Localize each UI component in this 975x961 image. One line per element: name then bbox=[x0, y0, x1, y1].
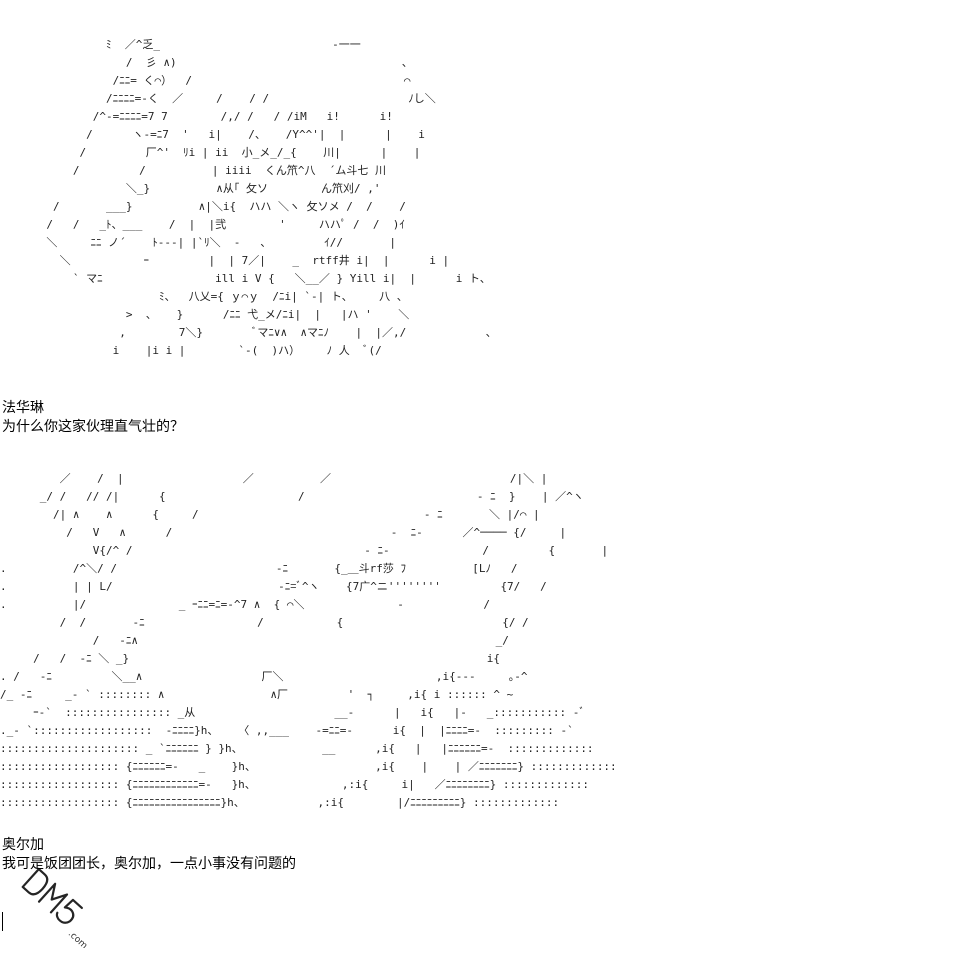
dialogue-line: 为什么你这家伙理直气壮的？ bbox=[2, 419, 184, 435]
text-cursor bbox=[2, 912, 3, 931]
dialogue-line: 我可是饭团团长，奥尔加，一点小事没有问题的 bbox=[2, 856, 296, 872]
ascii-art-character-panel: ﾐ ／^乏_ -一一 / 彡 ∧) 、 /ﾆﾆ= く⌒） / ⌒ /ﾆﾆﾆﾆ=-… bbox=[46, 38, 497, 357]
speaker-name: 奥尔加 bbox=[2, 837, 44, 853]
dialogue-block-2: 奥尔加 我可是饭团团长，奥尔加，一点小事没有问题的 bbox=[2, 836, 296, 874]
site-watermark-logo: .com bbox=[21, 868, 89, 948]
ascii-art-character-panel: ／ / | ／ ／ /|＼ | _/ / // /| { / - ﾆ } | ／… bbox=[0, 472, 617, 809]
dialogue-block-1: 法华琳 为什么你这家伙理直气壮的？ bbox=[2, 399, 184, 437]
watermark-domain-text: .com bbox=[66, 929, 89, 948]
speaker-name: 法华琳 bbox=[2, 400, 44, 416]
